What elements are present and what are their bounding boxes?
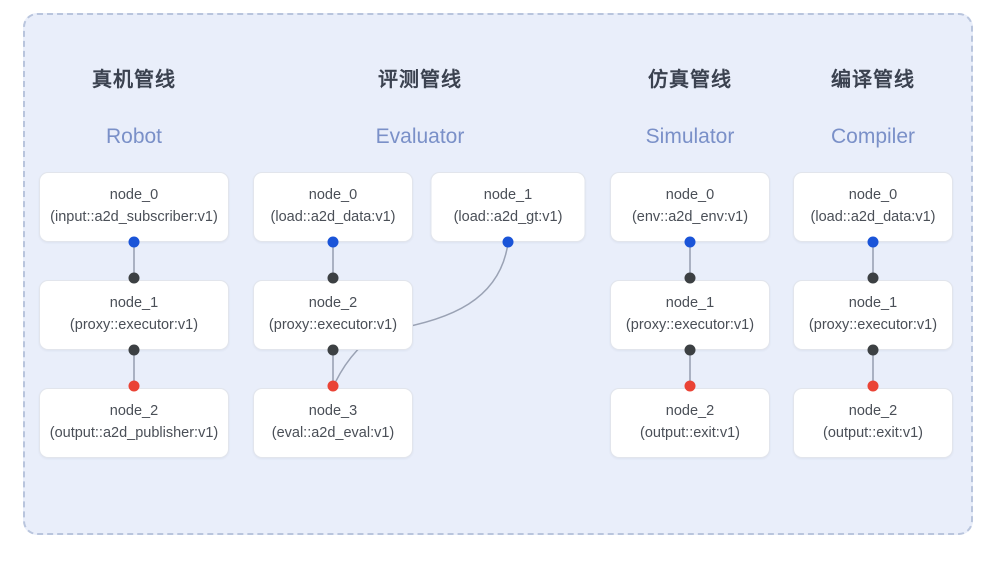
node-sim-node-2[interactable]: node_2 (output::exit:v1) [610, 388, 770, 458]
node-eval-node-0[interactable]: node_0 (load::a2d_data:v1) [253, 172, 413, 242]
port-output-eval-node-0[interactable] [327, 236, 339, 248]
node-eval-node-1[interactable]: node_1 (load::a2d_gt:v1) [430, 172, 586, 242]
node-sim-node-0[interactable]: node_0 (env::a2d_env:v1) [610, 172, 770, 242]
node-name: node_0 [109, 187, 159, 204]
column-title-cn-simulator: 仿真管线 [648, 69, 732, 91]
node-name: node_1 [109, 295, 159, 312]
column-title-en-simulator: Simulator [645, 125, 735, 148]
port-output-robot-node-0[interactable] [128, 236, 140, 248]
port-input-eval-node-3[interactable] [327, 380, 339, 392]
node-spec: (proxy::executor:v1) [268, 317, 398, 333]
node-spec: (proxy::executor:v1) [625, 317, 755, 333]
node-spec: (load::a2d_gt:v1) [453, 209, 563, 225]
node-eval-node-3[interactable]: node_3 (eval::a2d_eval:v1) [253, 388, 413, 458]
port-output-sim-node-1[interactable] [684, 344, 696, 356]
node-robot-node-2[interactable]: node_2 (output::a2d_publisher:v1) [39, 388, 229, 458]
node-name: node_2 [109, 403, 159, 420]
node-spec: (output::exit:v1) [823, 425, 923, 441]
node-spec: (env::a2d_env:v1) [631, 209, 749, 225]
column-title-en-robot: Robot [105, 125, 163, 148]
node-robot-node-1[interactable]: node_1 (proxy::executor:v1) [39, 280, 229, 350]
column-title-cn-evaluator: 评测管线 [378, 69, 462, 91]
port-input-comp-node-1[interactable] [867, 272, 879, 284]
node-name: node_1 [483, 187, 533, 204]
column-title-cn-robot: 真机管线 [92, 69, 176, 91]
node-spec: (input::a2d_subscriber:v1) [50, 209, 218, 225]
node-name: node_0 [665, 187, 715, 204]
node-comp-node-2[interactable]: node_2 (output::exit:v1) [793, 388, 953, 458]
node-spec: (output::exit:v1) [640, 425, 740, 441]
node-name: node_2 [665, 403, 715, 420]
node-name: node_2 [848, 403, 898, 420]
node-name: node_3 [308, 403, 358, 420]
port-input-robot-node-2[interactable] [128, 380, 140, 392]
node-comp-node-0[interactable]: node_0 (load::a2d_data:v1) [793, 172, 953, 242]
node-comp-node-1[interactable]: node_1 (proxy::executor:v1) [793, 280, 953, 350]
node-spec: (load::a2d_data:v1) [270, 209, 396, 225]
node-name: node_0 [308, 187, 358, 204]
port-output-eval-node-2[interactable] [327, 344, 339, 356]
node-robot-node-0[interactable]: node_0 (input::a2d_subscriber:v1) [39, 172, 229, 242]
column-title-en-compiler: Compiler [830, 125, 916, 148]
port-output-sim-node-0[interactable] [684, 236, 696, 248]
node-name: node_0 [848, 187, 898, 204]
node-eval-node-2[interactable]: node_2 (proxy::executor:v1) [253, 280, 413, 350]
node-spec: (output::a2d_publisher:v1) [49, 425, 219, 441]
column-title-en-evaluator: Evaluator [375, 125, 465, 148]
node-spec: (eval::a2d_eval:v1) [271, 425, 395, 441]
port-input-sim-node-1[interactable] [684, 272, 696, 284]
node-name: node_1 [848, 295, 898, 312]
port-input-robot-node-1[interactable] [128, 272, 140, 284]
node-spec: (proxy::executor:v1) [808, 317, 938, 333]
node-spec: (proxy::executor:v1) [69, 317, 199, 333]
node-name: node_2 [308, 295, 358, 312]
node-sim-node-1[interactable]: node_1 (proxy::executor:v1) [610, 280, 770, 350]
port-output-eval-node-1[interactable] [502, 236, 514, 248]
column-title-cn-compiler: 编译管线 [831, 69, 915, 91]
node-spec: (load::a2d_data:v1) [810, 209, 936, 225]
port-output-comp-node-1[interactable] [867, 344, 879, 356]
port-output-robot-node-1[interactable] [128, 344, 140, 356]
port-input-sim-node-2[interactable] [684, 380, 696, 392]
port-output-comp-node-0[interactable] [867, 236, 879, 248]
port-input-comp-node-2[interactable] [867, 380, 879, 392]
port-input-eval-node-2[interactable] [327, 272, 339, 284]
node-name: node_1 [665, 295, 715, 312]
